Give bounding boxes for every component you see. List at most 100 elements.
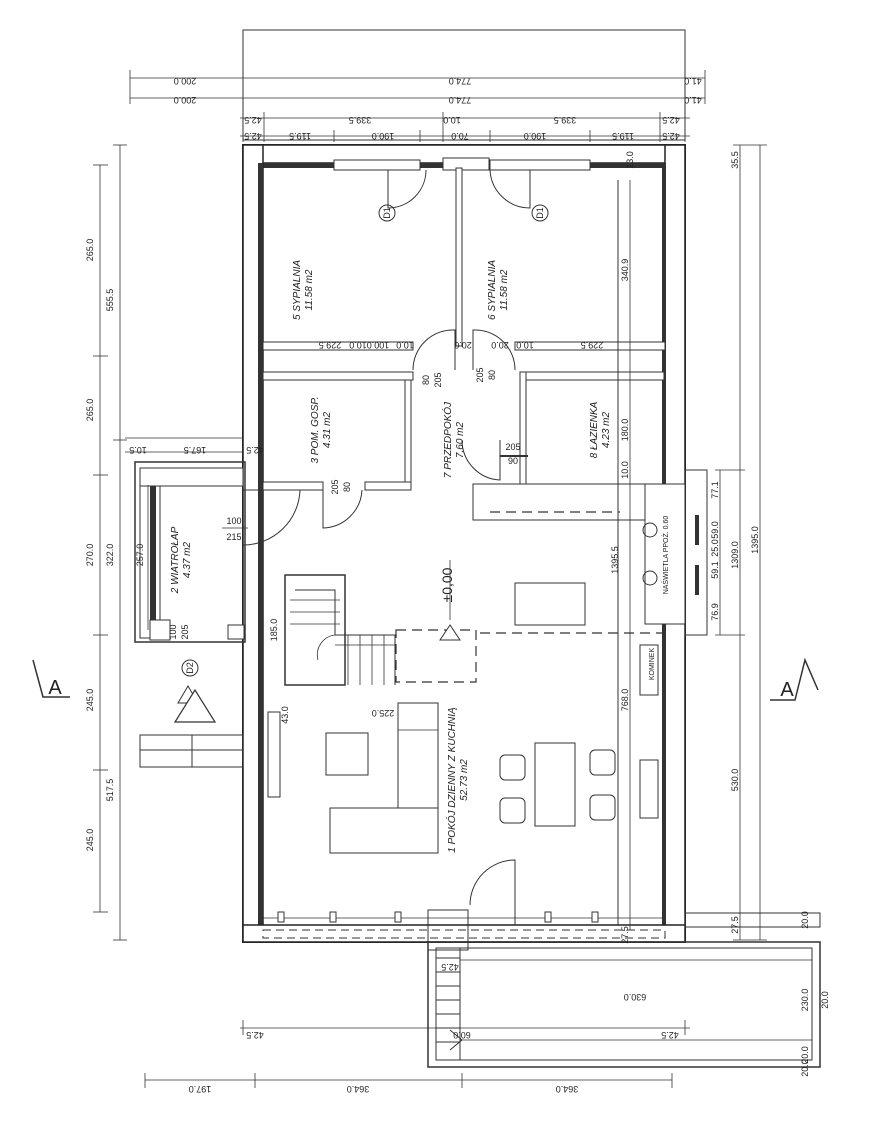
mid-dimensions: 229.5 10.0 100.0 10.0 20.0 20.0 10.0 229… bbox=[319, 340, 604, 350]
room-6-name: 6 SYPIALNIA bbox=[487, 260, 498, 320]
room-8-name: 8 ŁAZIENKA bbox=[589, 401, 600, 458]
dim-top-11: 42.5 bbox=[662, 115, 680, 125]
dim-left-9: 245.0 bbox=[85, 829, 95, 852]
door-label-bath-w: 205 bbox=[505, 442, 520, 452]
dim-right-3: 340.9 bbox=[620, 259, 630, 282]
dim-top-18: 42.5 bbox=[662, 131, 680, 141]
top-dimensions: 200.0 774.0 41.0 200.0 774.0 41.0 42.5 3… bbox=[129, 70, 706, 142]
dim-top-15: 70.0 bbox=[451, 131, 469, 141]
door-label-vest-h: 205 bbox=[180, 624, 190, 639]
room-3-area: 4.31 m2 bbox=[322, 411, 333, 448]
dim-top-16: 190.0 bbox=[524, 131, 547, 141]
dim-wind-1: 10.5 bbox=[129, 445, 147, 455]
room-1-area: 52.73 m2 bbox=[459, 759, 470, 801]
level-mark: ±0,00 bbox=[439, 567, 455, 602]
dim-right-1: 35.5 bbox=[730, 151, 740, 169]
dim-mid-7: 10.0 bbox=[516, 340, 534, 350]
misc-labels: ±0,00 KOMINEK NAŚWIETLA PPOŻ. 0.60 43.0 … bbox=[280, 516, 670, 724]
dim-bottom-1: 42.5 bbox=[246, 1030, 264, 1040]
dim-mid-1: 229.5 bbox=[319, 340, 342, 350]
right-dimensions: 35.5 13.0 340.9 180.0 10.0 1395.5 768.0 … bbox=[610, 144, 830, 1077]
dim-left-10: 185.0 bbox=[269, 619, 279, 642]
door-labels: 100 215 80 205 80 205 100 205 205 80 205… bbox=[168, 367, 528, 640]
dim-left-8: 517.5 bbox=[105, 779, 115, 802]
room-6-area: 11.58 m2 bbox=[499, 269, 510, 310]
dim-living-a: 43.0 bbox=[280, 706, 290, 724]
room-1-name: 1 POKÓJ DZIENNY Z KUCHNIĄ bbox=[445, 707, 458, 853]
chimney-label: KOMINEK bbox=[649, 648, 656, 681]
room-7-area: 7.60 m2 bbox=[455, 421, 466, 458]
dim-wind-2: 167.5 bbox=[184, 445, 207, 455]
door-label-hall-2w: 80 bbox=[487, 370, 497, 380]
dim-right-5: 10.0 bbox=[620, 461, 630, 479]
doors bbox=[322, 169, 531, 925]
dim-mid-5: 20.0 bbox=[454, 340, 472, 350]
left-dimensions: 265.0 555.5 265.0 270.0 322.0 257.0 245.… bbox=[85, 144, 279, 941]
dim-right-21: 20.0 bbox=[800, 1046, 810, 1064]
dim-bottom-8: 364.0 bbox=[556, 1084, 579, 1094]
door-label-gosp-h: 205 bbox=[330, 479, 340, 494]
dim-right-7: 768.0 bbox=[620, 689, 630, 712]
dim-right-14: 76.9 bbox=[710, 603, 720, 621]
dim-left-1: 265.0 bbox=[85, 239, 95, 262]
stairs bbox=[284, 574, 477, 686]
dim-top-4: 200.0 bbox=[174, 95, 197, 105]
top-windows bbox=[333, 157, 591, 171]
dim-top-8: 339.5 bbox=[349, 115, 372, 125]
dim-right-17: 27.5 bbox=[730, 916, 740, 934]
dim-right-19: 230.0 bbox=[800, 989, 810, 1012]
section-marker-left: A bbox=[48, 677, 62, 699]
dim-top-9: 10.0 bbox=[443, 115, 461, 125]
dim-mid-2: 10.0 bbox=[349, 340, 367, 350]
dim-right-8: 530.0 bbox=[730, 769, 740, 792]
room-2-area: 4.37 m2 bbox=[182, 541, 193, 578]
dim-bottom-7: 364.0 bbox=[347, 1084, 370, 1094]
dim-living-b: 225.0 bbox=[372, 708, 395, 718]
dim-left-5: 322.0 bbox=[105, 544, 115, 567]
dim-right-10: 77.1 bbox=[710, 481, 720, 499]
furniture bbox=[262, 180, 708, 939]
room-2-name: 2 WIATROŁAP bbox=[170, 526, 181, 594]
dim-bottom-5: 42.5 bbox=[441, 962, 459, 972]
dim-left-7: 245.0 bbox=[85, 689, 95, 712]
window-tag: NAŚWIETLA PPOŻ. 0.60 bbox=[661, 516, 670, 595]
dim-top-7: 42.5 bbox=[244, 115, 262, 125]
room-7-name: 7 PRZEDPOKÓJ bbox=[441, 401, 454, 478]
door-label-hall-1h: 205 bbox=[433, 372, 443, 387]
dim-right-4: 180.0 bbox=[620, 419, 630, 442]
dim-top-1: 200.0 bbox=[174, 76, 197, 86]
dim-right-13: 25.0 bbox=[710, 539, 720, 557]
door-label-bath-h: 90 bbox=[508, 456, 518, 466]
dim-right-20: 20.0 bbox=[820, 991, 830, 1009]
dim-top-13: 119.5 bbox=[289, 131, 311, 141]
dim-top-10: 339.5 bbox=[554, 115, 577, 125]
door-tag-bedroom-5: D1 bbox=[382, 207, 392, 219]
dim-top-12: 42.5 bbox=[244, 131, 262, 141]
door-label-vest-w: 100 bbox=[168, 624, 178, 639]
dim-right-22: 20.0 bbox=[800, 1059, 810, 1077]
dim-right-11: 59.0 bbox=[710, 521, 720, 539]
dim-mid-8: 229.5 bbox=[581, 340, 604, 350]
terrace bbox=[427, 909, 821, 1068]
dim-bottom-4: 630.0 bbox=[624, 992, 647, 1002]
dim-right-18: 20.0 bbox=[800, 911, 810, 929]
dim-right-16: 1395.0 bbox=[750, 526, 760, 554]
dim-bottom-6: 197.0 bbox=[189, 1084, 212, 1094]
dim-right-2: 13.0 bbox=[625, 151, 635, 169]
dim-mid-4: 10.0 bbox=[396, 340, 414, 350]
dim-top-2: 774.0 bbox=[449, 76, 472, 86]
door-tags: D1 D1 D2 bbox=[181, 204, 658, 677]
dim-left-2: 555.5 bbox=[105, 289, 115, 312]
dim-bottom-3: 42.5 bbox=[661, 1030, 679, 1040]
outer-walls bbox=[242, 144, 686, 943]
dim-left-6: 257.0 bbox=[135, 544, 145, 567]
door-label-hall-2h: 205 bbox=[475, 367, 485, 382]
door-label-entry-w: 100 bbox=[226, 516, 241, 526]
dim-top-17: 119.5 bbox=[612, 131, 634, 141]
room-3-name: 3 POM. GOSP. bbox=[310, 396, 321, 463]
section-markers: A A bbox=[32, 657, 819, 701]
vestibule bbox=[134, 461, 301, 768]
room-labels: 5 SYPIALNIA 11.58 m2 6 SYPIALNIA 11.58 m… bbox=[170, 260, 612, 853]
dim-wind-3: 42.5 bbox=[246, 445, 264, 455]
